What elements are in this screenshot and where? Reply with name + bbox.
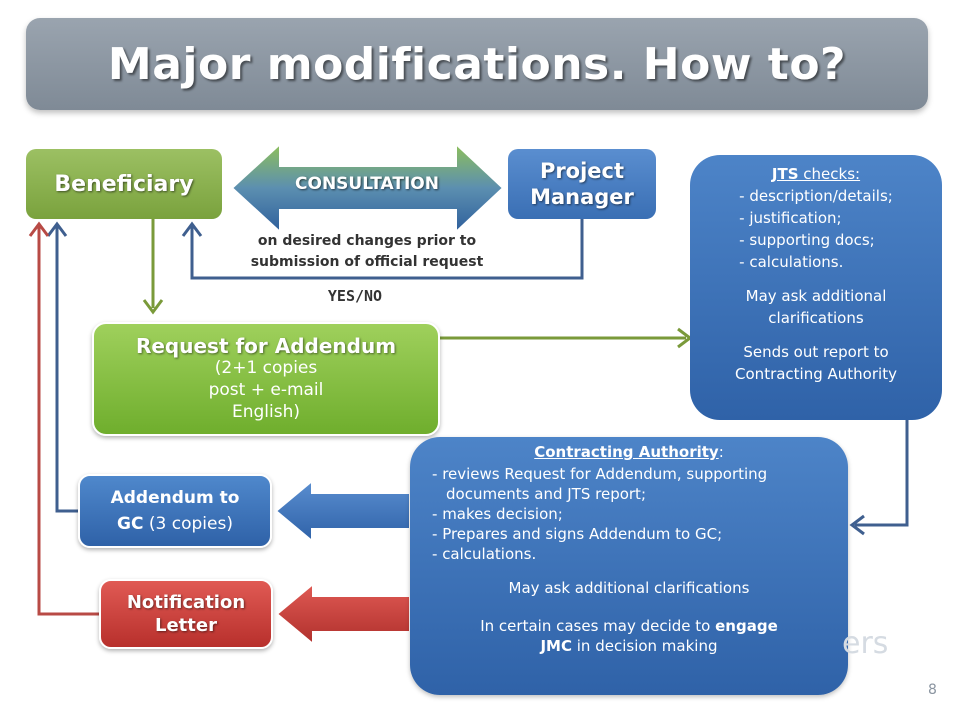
ca-note2-bold2: JMC [540,637,572,655]
list-item: description/details; [739,185,892,207]
jts-note1: May ask additional clarifications [746,285,887,329]
addendum-line2: GC (3 copies) [117,511,233,537]
ca-note2: In certain cases may decide to engage JM… [466,616,792,656]
consultation-note-line2: submission of official request [250,254,484,270]
ca-note2-post: in decision making [572,637,718,655]
ca-heading-suffix: : [718,443,724,461]
addendum-line1: Addendum to [110,488,240,508]
jts-to-ca-connector [855,420,909,527]
consultation-label: CONSULTATION [295,174,439,194]
notification-line1: Notification [126,592,246,613]
list-item: Prepares and signs Addendum to GC; [432,524,826,544]
request-line1: (2+1 copies [214,358,318,378]
ca-action-list: reviews Request for Addendum, supporting… [410,464,848,564]
addendum-line2-bold: GC [117,514,144,534]
jts-note2: Sends out report to Contracting Authorit… [735,341,897,385]
notification-line2: Letter [155,615,217,636]
consultation-arrow [230,141,505,235]
request-line2: post + e-mail [208,380,324,400]
ca-note2-bold1: engage [715,617,778,635]
jts-note2-line2: Contracting Authority [735,365,897,383]
background-watermark: ers [842,626,889,661]
list-item: calculations. [432,544,826,564]
list-item: supporting docs; [739,229,893,251]
jts-heading: JTS checks: [772,163,860,185]
ca-note2-pre: In certain cases may decide to [480,617,716,635]
ca-note1: May ask additional clarifications [508,579,750,597]
project-manager-line2: Manager [530,185,634,209]
contracting-authority-box: Contracting Authority: reviews Request f… [410,437,848,695]
request-title: Request for Addendum [135,334,397,358]
project-manager-box: Project Manager [508,149,656,219]
ca-to-addendum-arrow [274,478,411,544]
beneficiary-label: Beneficiary [54,171,194,197]
ca-heading: Contracting Authority: [534,442,724,462]
request-for-addendum-box: Request for Addendum (2+1 copies post + … [92,322,440,436]
project-manager-line1: Project [539,159,625,183]
request-line3: English) [231,402,301,422]
list-item: makes decision; [432,504,826,524]
page-title: Major modifications. How to? [107,38,847,90]
beneficiary-box: Beneficiary [26,149,222,219]
consultation-note: on desired changes prior to submission o… [222,231,512,273]
jts-check-list: description/details; justification; supp… [739,185,893,273]
addendum-to-beneficiary-connector [55,226,78,513]
addendum-to-beneficiary-arrowhead [46,221,68,237]
jts-heading-rest: checks: [798,165,861,183]
jts-note1-line1: May ask additional [745,287,887,305]
ca-heading-bold: Contracting Authority [534,443,719,461]
addendum-line2-rest: (3 copies) [143,514,233,534]
pm-feedback-connector [190,219,584,280]
page-number: 8 [928,682,937,698]
title-banner: Major modifications. How to? [26,18,928,110]
list-item: reviews Request for Addendum, supporting… [432,464,826,504]
yes-no-label: YES/NO [327,287,383,305]
jts-to-ca-arrowhead [849,514,865,536]
list-item: justification; [739,207,893,229]
beneficiary-to-request-arrowhead [142,299,164,315]
consultation-note-line1: on desired changes prior to [257,233,477,249]
jts-heading-bold: JTS [771,165,799,183]
ca-to-notification-arrow [275,581,411,647]
addendum-to-gc-box: Addendum to GC (3 copies) [78,474,272,548]
jts-note1-line2: clarifications [768,309,864,327]
pm-feedback-arrowhead [181,221,203,237]
notification-letter-box: Notification Letter [99,579,273,649]
notification-to-beneficiary-arrowhead [28,221,50,237]
jts-note2-line1: Sends out report to [743,343,889,361]
notification-to-beneficiary-connector [37,226,99,616]
list-item: calculations. [739,251,893,273]
jts-checks-box: JTS checks: description/details; justifi… [690,155,942,420]
